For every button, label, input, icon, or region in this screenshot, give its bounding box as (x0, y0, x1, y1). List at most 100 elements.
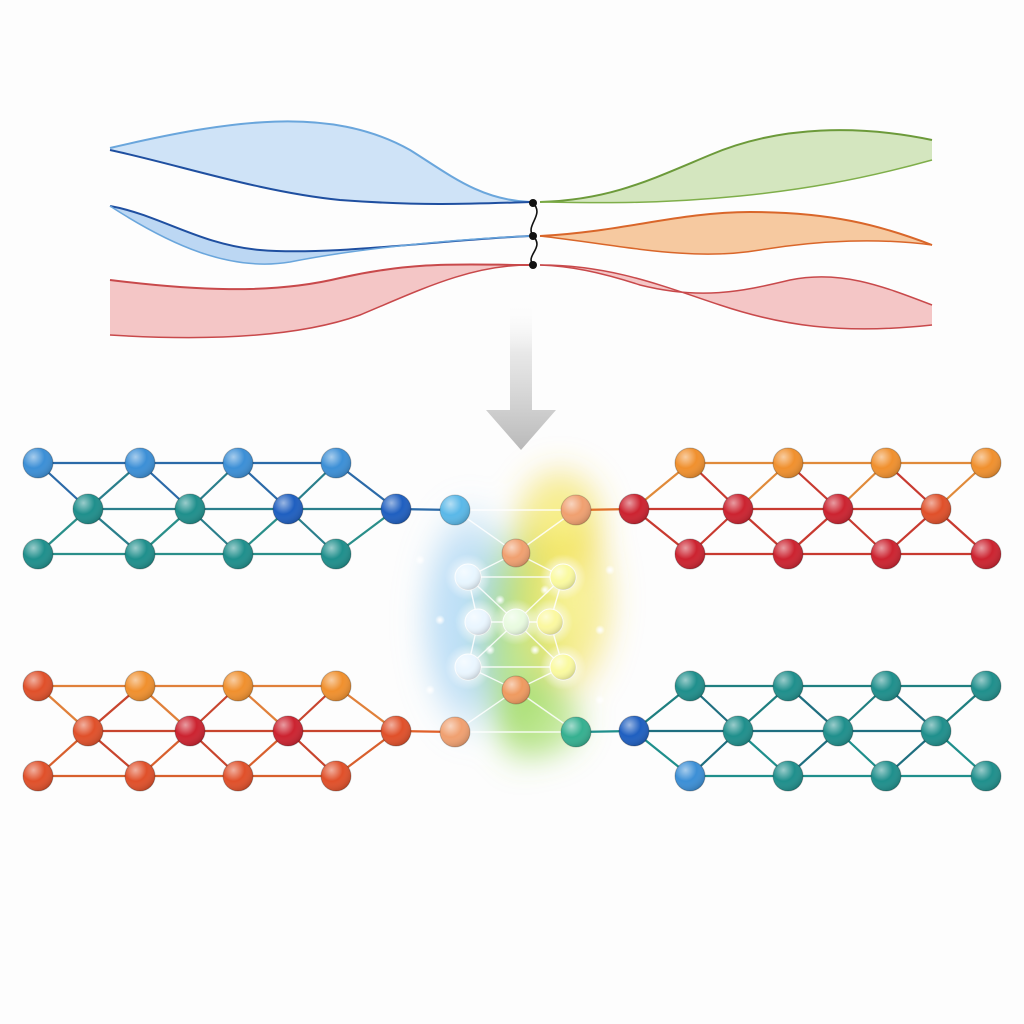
sparkle-icon (435, 615, 445, 625)
ribbon-blue-top (110, 121, 530, 204)
lattice-node-shine (321, 671, 351, 701)
lattice-node-shine (175, 494, 205, 524)
lattice-node-shine (381, 494, 411, 524)
lattice-node-shine (971, 671, 1001, 701)
ribbon-orange-right-edge-upper (539, 210, 933, 246)
lattice-node-shine (921, 716, 951, 746)
lattice-node-shine (321, 761, 351, 791)
sparkle-icon (495, 595, 505, 605)
lattice-node-shine (871, 761, 901, 791)
lattice-top-right (618, 447, 1002, 570)
ribbon-blue-top-edge-upper (109, 120, 531, 203)
fusion-node-shine (502, 539, 530, 567)
fusion-node-shine (561, 717, 591, 747)
fusion-node-shine (550, 564, 576, 590)
fusion-node-shine (550, 654, 576, 680)
lattice-node-shine (675, 761, 705, 791)
ribbon-red-left-edge-upper (109, 263, 531, 291)
lattice-node-shine (223, 671, 253, 701)
ribbon-blue-middle-edge-lower (109, 205, 531, 265)
lattice-node-shine (23, 448, 53, 478)
lattice-bottom-left (22, 670, 412, 792)
ribbon-blue-middle (110, 206, 530, 265)
sparkle-icon (595, 625, 605, 635)
lattice-node-shine (723, 716, 753, 746)
lattice-layer (22, 447, 1002, 792)
fusion-node-shine (561, 495, 591, 525)
sparkle-icon (540, 585, 550, 595)
lattice-node-shine (971, 539, 1001, 569)
lattice-top-left-nodes (22, 447, 412, 570)
ribbon-blue-top-edge-lower (109, 149, 531, 205)
lattice-node-shine (273, 716, 303, 746)
lattice-node-shine (675, 448, 705, 478)
sparkle-icon (425, 685, 435, 695)
fusion-node-shine (440, 495, 470, 525)
lattice-node-shine (125, 761, 155, 791)
lattice-node-shine (773, 671, 803, 701)
lattice-node-shine (823, 716, 853, 746)
fusion-node-shine (503, 609, 529, 635)
junction-point-middle (529, 232, 537, 240)
lattice-top-left (22, 447, 412, 570)
lattice-node-shine (773, 761, 803, 791)
ribbon-green-right (540, 130, 932, 203)
sparkle-icon (530, 645, 540, 655)
ribbon-green-right-edge-lower (539, 159, 933, 204)
lattice-node-shine (321, 448, 351, 478)
lattice-node-shine (223, 539, 253, 569)
sparkle-icon (605, 565, 615, 575)
fusion-node-shine (465, 609, 491, 635)
down-arrow-icon (486, 300, 556, 450)
lattice-node-shine (773, 448, 803, 478)
ribbon-orange-right (540, 212, 932, 255)
lattice-node-shine (23, 761, 53, 791)
lattice-node-shine (773, 539, 803, 569)
lattice-bottom-left-nodes (22, 670, 412, 792)
fusion-network-links (395, 494, 635, 748)
fusion-node-shine (502, 676, 530, 704)
fusion-node-shine (440, 717, 470, 747)
lattice-node-shine (223, 761, 253, 791)
junction-point-top (529, 199, 537, 207)
lattice-node-shine (871, 539, 901, 569)
lattice-node-shine (23, 671, 53, 701)
sparkle-icon (415, 555, 425, 565)
junction-point-bottom (529, 261, 537, 269)
lattice-node-shine (723, 494, 753, 524)
lattice-node-shine (871, 671, 901, 701)
lattice-top-right-nodes (618, 447, 1002, 570)
lattice-node-shine (381, 716, 411, 746)
ribbon-red-left-edge-lower (109, 264, 531, 339)
ribbon-red-right-edge-lower (539, 264, 933, 330)
lattice-node-shine (23, 539, 53, 569)
lattice-node-shine (971, 448, 1001, 478)
ribbon-green-right-edge-upper (539, 129, 933, 203)
lattice-node-shine (73, 494, 103, 524)
lattice-node-shine (971, 761, 1001, 791)
lattice-node-shine (675, 539, 705, 569)
lattice-bottom-right-nodes (618, 670, 1002, 792)
lattice-node-shine (175, 716, 205, 746)
lattice-node-shine (321, 539, 351, 569)
lattice-node-shine (125, 448, 155, 478)
lattice-node-shine (871, 448, 901, 478)
ribbon-orange-right-edge-lower (539, 235, 933, 255)
fusion-node-shine (455, 654, 481, 680)
ribbon-red-left (110, 264, 530, 338)
lattice-node-shine (273, 494, 303, 524)
lattice-bottom-right (618, 670, 1002, 792)
fusion-node-shine (537, 609, 563, 635)
sparkle-icon (595, 695, 605, 705)
fusion-node-shine (455, 564, 481, 590)
lattice-node-shine (125, 539, 155, 569)
lattice-node-shine (823, 494, 853, 524)
lattice-node-shine (619, 494, 649, 524)
lattice-node-shine (125, 671, 155, 701)
sparkle-icon (485, 645, 495, 655)
lattice-node-shine (675, 671, 705, 701)
ribbon-red-right (540, 265, 932, 329)
lattice-node-shine (223, 448, 253, 478)
